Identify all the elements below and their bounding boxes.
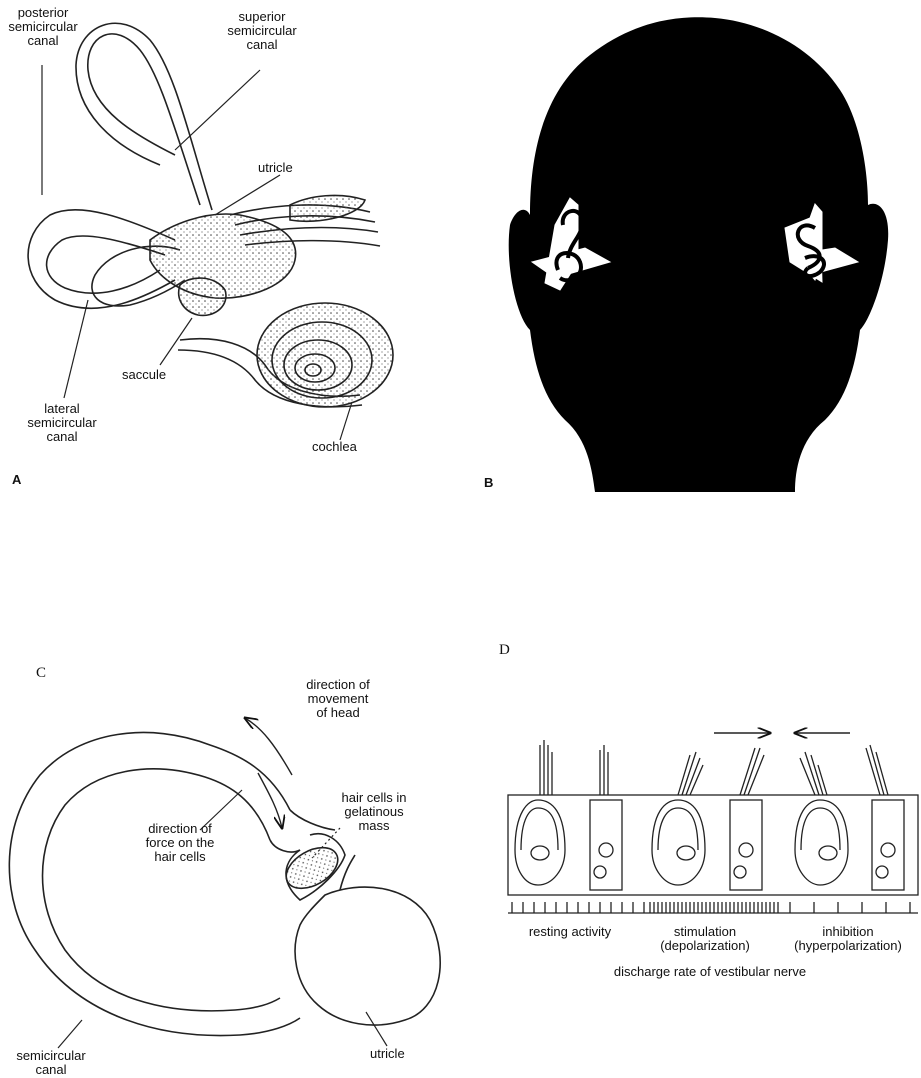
panel-b-letter: B (484, 475, 493, 490)
utricle-shape (295, 887, 440, 1025)
label-cochlea: cochlea (312, 440, 357, 454)
label-utricle-c: utricle (370, 1047, 405, 1061)
label-direction-force: direction of force on the hair cells (130, 822, 230, 864)
panel-c-canal (9, 718, 440, 1048)
label-discharge-rate: discharge rate of vestibular nerve (560, 965, 860, 979)
panel-d-hair-cells (508, 733, 918, 913)
discharge-tick-marks (512, 902, 910, 913)
hair-cell-group-inhibition (795, 745, 904, 890)
semicircular-canal-outer (9, 732, 300, 1035)
panel-c-letter: C (36, 665, 46, 682)
label-inhibition: inhibition (hyperpolarization) (778, 925, 918, 953)
label-posterior-canal: posterior semicircular canal (4, 6, 82, 48)
panel-d-letter: D (499, 642, 510, 659)
label-resting-activity: resting activity (505, 925, 635, 939)
label-utricle-a: utricle (258, 161, 293, 175)
superior-canal-shape (88, 34, 200, 205)
panel-b-head (509, 17, 889, 492)
hair-cell-group-stimulation (652, 748, 764, 890)
label-semicircular-canal: semicircular canal (6, 1049, 96, 1077)
label-stimulation: stimulation (depolarization) (650, 925, 760, 953)
semicircular-canal-inner (43, 769, 281, 1011)
hair-cell-group-resting (515, 740, 622, 890)
label-superior-canal: superior semicircular canal (222, 10, 302, 52)
panel-a-labyrinth (28, 23, 393, 440)
label-hair-cells-gelatinous: hair cells in gelatinous mass (326, 791, 422, 833)
label-direction-movement: direction of movement of head (296, 678, 380, 720)
label-lateral-canal: lateral semicircular canal (22, 402, 102, 444)
panel-a-letter: A (12, 472, 21, 487)
label-saccule: saccule (122, 368, 166, 382)
